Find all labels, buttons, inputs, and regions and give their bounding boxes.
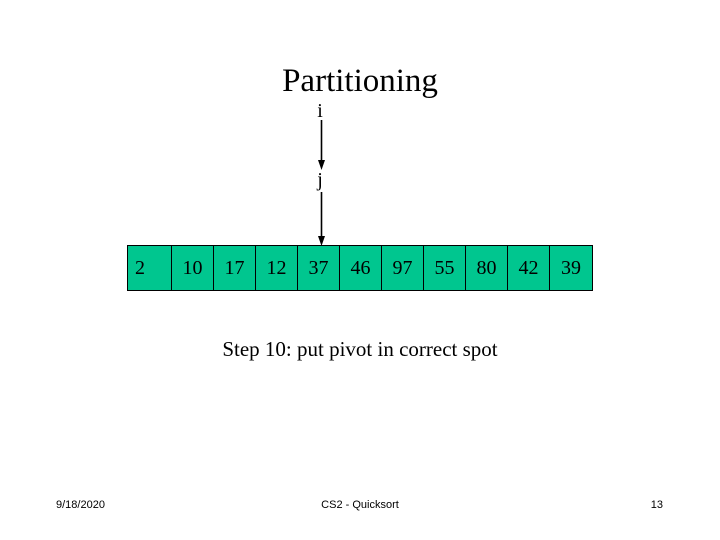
step-caption: Step 10: put pivot in correct spot [222, 337, 498, 361]
footer-course-label: CS2 - Quicksort [321, 499, 399, 511]
array-cell[interactable]: 55 [424, 246, 466, 290]
page-title: Partitioning [282, 63, 438, 99]
pointer-label-j: j [317, 169, 323, 191]
down-arrow-icon [318, 120, 325, 170]
array-cell[interactable]: 17 [214, 246, 256, 290]
array-cell[interactable]: 39 [550, 246, 592, 290]
down-arrow-icon [318, 192, 325, 246]
pointer-annotation-group: i j [300, 100, 340, 246]
array-cell[interactable]: 10 [172, 246, 214, 290]
pointer-label-i: i [317, 100, 323, 122]
footer-date: 9/18/2020 [56, 499, 105, 511]
array-cell[interactable]: 12 [256, 246, 298, 290]
array-cell[interactable]: 2 [128, 246, 172, 290]
array-cell[interactable]: 97 [382, 246, 424, 290]
array-cell[interactable]: 80 [466, 246, 508, 290]
array-cell[interactable]: 37 [298, 246, 340, 290]
array-cell[interactable]: 42 [508, 246, 550, 290]
array-cell[interactable]: 46 [340, 246, 382, 290]
slide-footer: 9/18/2020 CS2 - Quicksort 13 [0, 495, 720, 515]
footer-page-number: 13 [650, 499, 663, 511]
array-visualization: 2 10 17 12 37 46 97 55 80 42 39 [127, 245, 593, 291]
